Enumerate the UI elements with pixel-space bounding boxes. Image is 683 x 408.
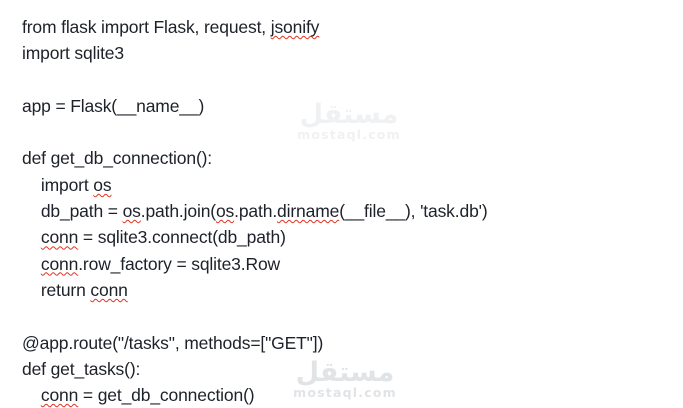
code-line: app = Flask(__name__) — [22, 93, 683, 119]
code-token — [22, 254, 41, 274]
code-token — [22, 385, 41, 405]
code-line: conn = sqlite3.connect(db_path) — [22, 224, 683, 250]
code-token: from flask import Flask, request, — [22, 17, 271, 37]
code-line: def get_tasks(): — [22, 356, 683, 382]
code-token: app = Flask(__name__) — [22, 95, 205, 116]
misspelled-token: os — [93, 174, 112, 195]
code-line: db_path = os.path.join(os.path.dirname(_… — [22, 198, 683, 224]
code-line: from flask import Flask, request, jsonif… — [22, 14, 683, 40]
misspelled-token: os — [215, 201, 235, 222]
misspelled-token: conn — [40, 385, 79, 406]
misspelled-token: conn — [40, 227, 79, 248]
misspelled-token: dirname — [277, 201, 340, 222]
code-line: @app.route("/tasks", methods=["GET"]) — [22, 330, 683, 356]
code-line: return conn — [22, 277, 683, 303]
code-line: import os — [22, 172, 683, 198]
misspelled-token: conn — [40, 253, 79, 274]
code-line — [22, 303, 683, 329]
code-token: .path.join( — [140, 201, 216, 222]
misspelled-token: jsonify — [270, 17, 320, 37]
code-token: import — [22, 174, 94, 195]
misspelled-token: conn — [90, 279, 128, 300]
code-token: def get_db_connection(): — [22, 148, 213, 169]
code-token: db_path = — [22, 201, 123, 222]
code-token — [22, 227, 41, 247]
code-token: = get_db_connection() — [78, 385, 255, 406]
code-line: def get_db_connection(): — [22, 145, 683, 171]
code-line — [22, 119, 683, 145]
code-line: conn = get_db_connection() — [22, 382, 683, 408]
code-token: import sqlite3 — [22, 43, 124, 64]
code-token: .path. — [234, 201, 278, 222]
code-line: import sqlite3 — [22, 40, 683, 66]
code-token: def get_tasks(): — [22, 358, 141, 379]
misspelled-token: os — [122, 201, 141, 222]
code-token: .row_factory = sqlite3.Row — [78, 253, 281, 274]
code-token: @app.route("/tasks", methods=["GET"]) — [22, 332, 324, 353]
code-token: = sqlite3.connect(db_path) — [78, 227, 286, 248]
code-line: conn.row_factory = sqlite3.Row — [22, 251, 683, 277]
code-editor[interactable]: from flask import Flask, request, jsonif… — [22, 0, 683, 408]
code-token: (__file__), 'task.db') — [339, 201, 488, 222]
code-line — [22, 67, 683, 93]
code-token: return — [22, 279, 91, 300]
